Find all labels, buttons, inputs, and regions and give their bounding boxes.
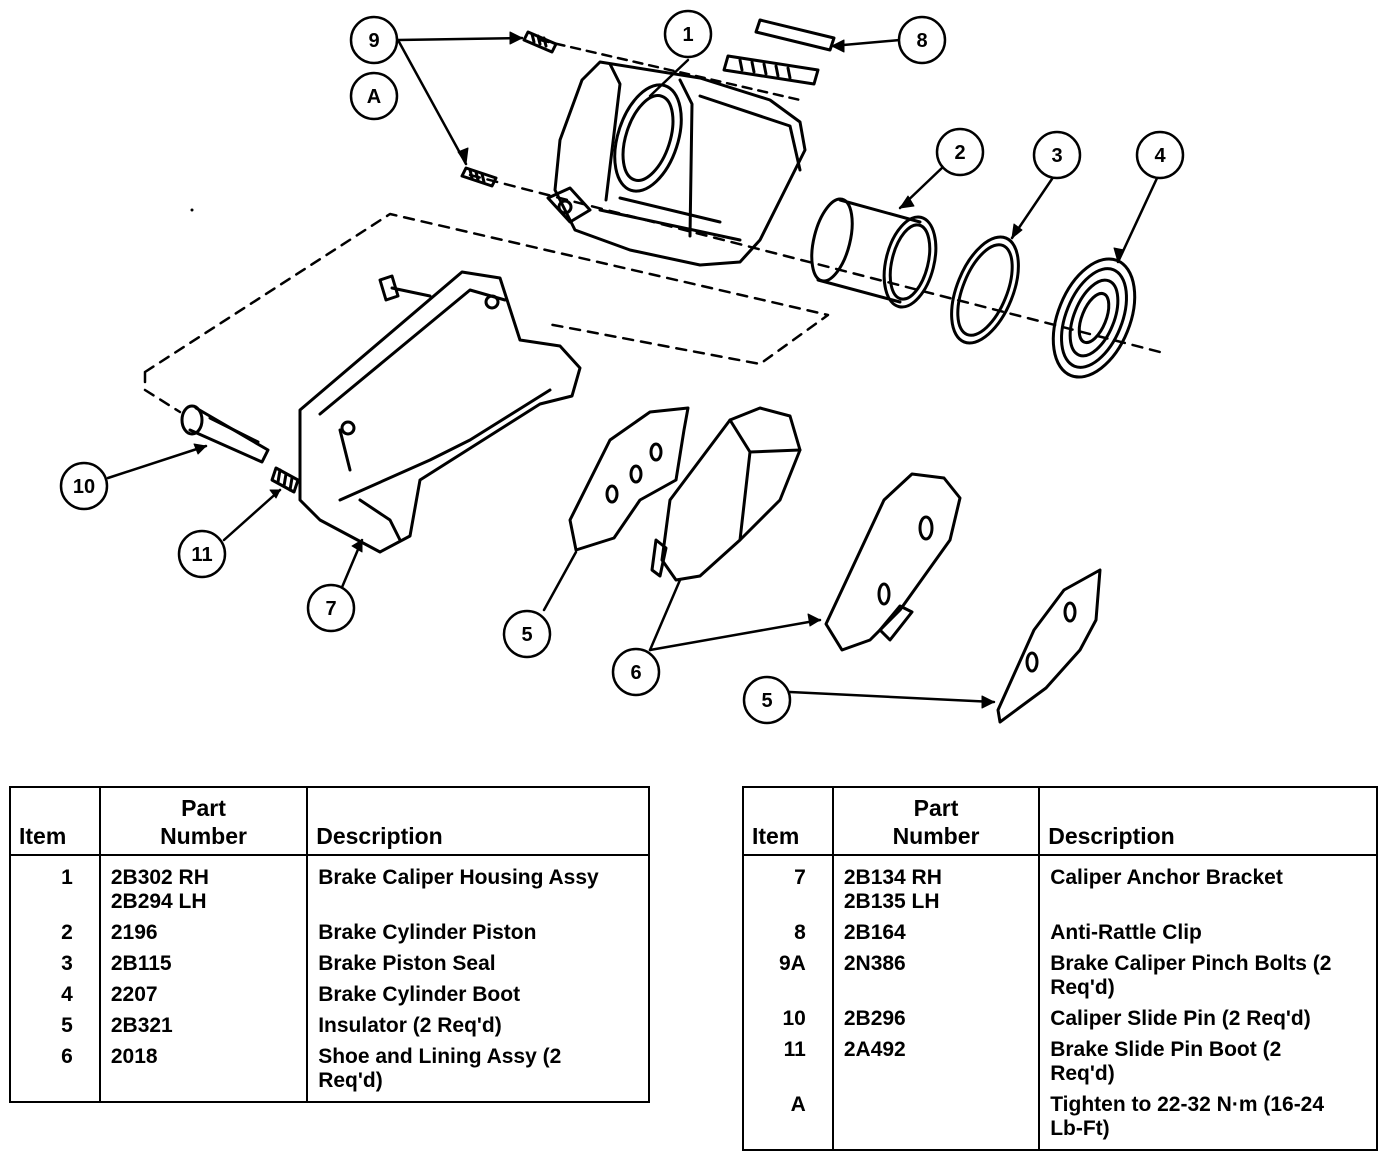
header-description: Description xyxy=(306,787,649,856)
cell-item: 9A xyxy=(778,952,806,975)
cell-part-number: 2196 xyxy=(98,920,308,951)
pinch-bolts xyxy=(460,30,558,188)
callout-11: 11 xyxy=(191,544,212,566)
cell-description: Shoe and Lining Assy (2 Req'd) xyxy=(306,1044,649,1102)
anti-rattle-clips xyxy=(722,18,836,86)
callout-5-lower: 5 xyxy=(761,690,772,712)
cell-item: 6 xyxy=(61,1045,73,1068)
cell-item: 7 xyxy=(794,866,806,889)
cell-part-number: 2207 xyxy=(98,982,308,1013)
callout-circles xyxy=(59,9,1185,725)
table-row: 4 2207 Brake Cylinder Boot xyxy=(10,982,649,1013)
parts-table-left: Item Part Number Description 1 2B302 RH … xyxy=(9,786,650,1103)
leader-lines xyxy=(106,36,1160,704)
parts-table-right: Item Part Number Description 7 2B134 RH … xyxy=(742,786,1378,1151)
cell-part-number: 2B321 xyxy=(98,1013,308,1044)
anchor-bracket xyxy=(298,270,582,554)
table-row: 11 2A492 Brake Slide Pin Boot (2 Req'd) xyxy=(743,1037,1377,1092)
cell-description: Brake Caliper Pinch Bolts (2 Req'd) xyxy=(1038,951,1377,1006)
header-item: Item xyxy=(743,787,833,856)
cell-description: Brake Cylinder Piston xyxy=(306,920,649,951)
bolt-centerline xyxy=(538,38,802,102)
table-header-row: Item Part Number Description xyxy=(743,787,1377,856)
table-row: 9A 2N386 Brake Caliper Pinch Bolts (2 Re… xyxy=(743,951,1377,1006)
table-row: 7 2B134 RH 2B135 LH Caliper Anchor Brack… xyxy=(743,855,1377,920)
cell-item: 1 xyxy=(61,866,73,889)
callout-9: 9 xyxy=(368,30,379,52)
cell-description: Anti-Rattle Clip xyxy=(1038,920,1377,951)
cell-description: Brake Caliper Housing Assy xyxy=(306,855,649,920)
callout-3: 3 xyxy=(1051,145,1062,167)
table-row: 5 2B321 Insulator (2 Req'd) xyxy=(10,1013,649,1044)
insulator-outer xyxy=(996,568,1102,724)
piston xyxy=(810,197,938,309)
cell-item: 2 xyxy=(61,921,73,944)
callout-1: 1 xyxy=(682,24,693,46)
callout-7: 7 xyxy=(325,598,336,620)
callout-10: 10 xyxy=(73,476,95,498)
caliper-housing xyxy=(546,60,807,267)
shoe-inner xyxy=(650,406,802,582)
table-row: 1 2B302 RH 2B294 LH Brake Caliper Housin… xyxy=(10,855,649,920)
cell-part-number: 2B164 xyxy=(831,920,1040,951)
callout-6: 6 xyxy=(630,662,641,684)
table-row: 8 2B164 Anti-Rattle Clip xyxy=(743,920,1377,951)
table-row: 2 2196 Brake Cylinder Piston xyxy=(10,920,649,951)
callout-5-upper: 5 xyxy=(521,624,532,646)
slide-pin-boot xyxy=(270,466,300,494)
cell-description: Caliper Anchor Bracket xyxy=(1038,855,1377,920)
table-row: 6 2018 Shoe and Lining Assy (2 Req'd) xyxy=(10,1044,649,1102)
cell-item: 3 xyxy=(61,952,73,975)
piston-seal xyxy=(950,235,1020,345)
table-row: 10 2B296 Caliper Slide Pin (2 Req'd) xyxy=(743,1006,1377,1037)
cell-item: A xyxy=(790,1093,806,1116)
header-part-number: Part Number xyxy=(98,787,308,856)
cell-item: 8 xyxy=(794,921,806,944)
header-item: Item xyxy=(10,787,100,856)
cell-part-number: 2B296 xyxy=(831,1006,1040,1037)
cell-description: Brake Slide Pin Boot (2 Req'd) xyxy=(1038,1037,1377,1092)
cell-item: 4 xyxy=(61,983,73,1006)
cell-part-number: 2A492 xyxy=(831,1037,1040,1092)
insulator-inner xyxy=(568,406,690,552)
cell-part-number: 2B115 xyxy=(98,951,308,982)
callout-2: 2 xyxy=(954,142,965,164)
callout-8: 8 xyxy=(916,30,927,52)
stray-dot xyxy=(190,208,194,212)
cell-description: Brake Cylinder Boot xyxy=(306,982,649,1013)
bracket-outline-plane xyxy=(143,212,830,414)
cell-description: Tighten to 22-32 N·m (16-24 Lb-Ft) xyxy=(1038,1092,1377,1150)
cell-part-number: 2B134 RH 2B135 LH xyxy=(831,855,1040,920)
arrowheads xyxy=(193,31,1125,709)
cell-item: 11 xyxy=(783,1038,806,1061)
cell-part-number: 2N386 xyxy=(831,951,1040,1006)
table-row: A Tighten to 22-32 N·m (16-24 Lb-Ft) xyxy=(743,1092,1377,1150)
header-description: Description xyxy=(1038,787,1377,856)
slide-pin xyxy=(180,404,270,464)
cell-description: Brake Piston Seal xyxy=(306,951,649,982)
cell-part-number xyxy=(831,1092,1040,1150)
header-part-number: Part Number xyxy=(831,787,1040,856)
cylinder-boot xyxy=(1051,257,1137,379)
table-row: 3 2B115 Brake Piston Seal xyxy=(10,951,649,982)
cell-part-number: 2018 xyxy=(98,1044,308,1102)
exploded-caliper-diagram: 9 A 1 8 2 3 4 10 11 7 5 6 5 xyxy=(59,9,1185,725)
callout-a: A xyxy=(367,86,381,108)
table-header-row: Item Part Number Description xyxy=(10,787,649,856)
cell-description: Caliper Slide Pin (2 Req'd) xyxy=(1038,1006,1377,1037)
callout-4: 4 xyxy=(1154,145,1166,167)
cell-part-number: 2B302 RH 2B294 LH xyxy=(98,855,308,920)
cell-description: Insulator (2 Req'd) xyxy=(306,1013,649,1044)
shoe-outer xyxy=(824,472,962,652)
cell-item: 5 xyxy=(61,1014,73,1037)
cell-item: 10 xyxy=(782,1007,806,1030)
